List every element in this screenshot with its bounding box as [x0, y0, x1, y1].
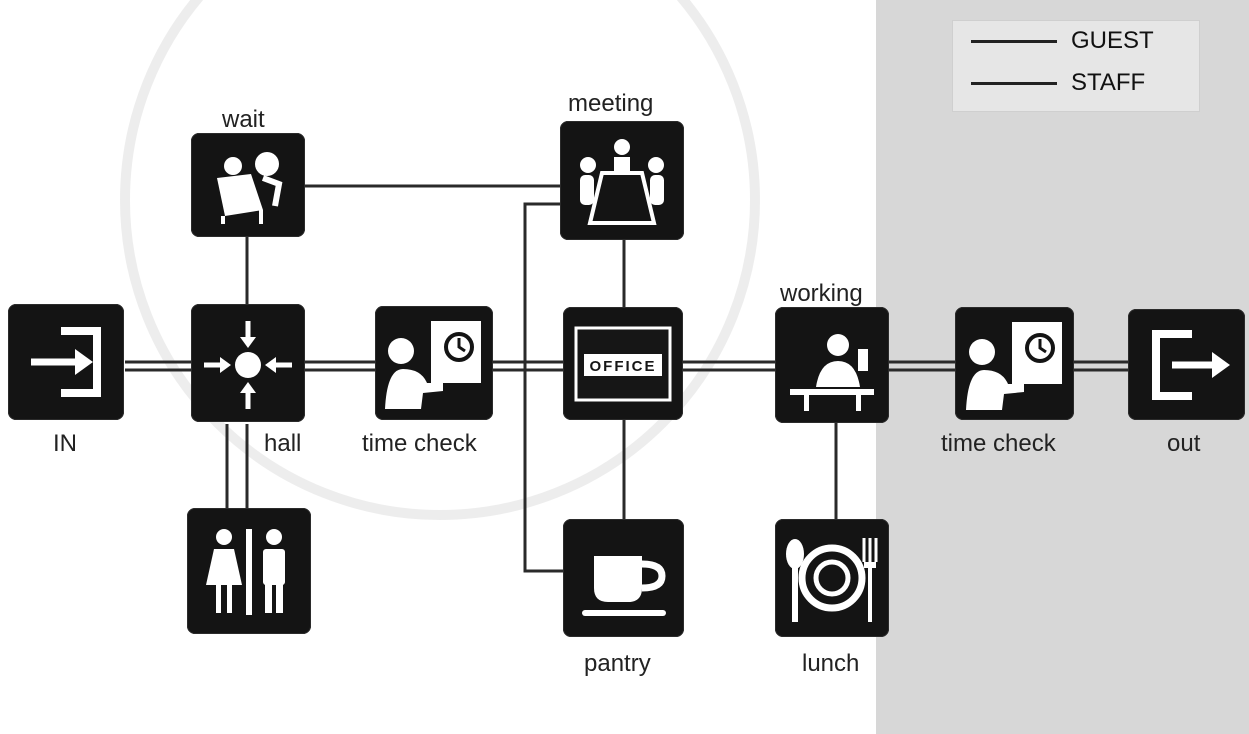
legend-swatch-guest: [971, 39, 1057, 43]
coffee-cup-icon: [581, 556, 666, 616]
desk-worker-icon: [790, 334, 874, 411]
node-label-meeting: meeting: [568, 90, 654, 117]
waiting-chair-icon: [217, 152, 283, 224]
node-label-pantry: pantry: [584, 650, 651, 677]
node-meeting: [560, 121, 684, 240]
node-out: [1128, 309, 1245, 420]
meeting-pantry-loop: [523, 202, 563, 573]
node-time-check-1: [375, 306, 493, 420]
node-restroom: [187, 508, 311, 634]
legend-item-staff: STAFF: [971, 71, 1145, 95]
meeting-table-icon: [580, 138, 664, 225]
time-clock-icon: [965, 321, 1062, 410]
restroom-icon: [206, 529, 285, 615]
node-hall: [191, 304, 305, 422]
node-label-wait: wait: [222, 106, 265, 133]
node-label-in: IN: [53, 430, 77, 457]
node-label-hall: hall: [264, 430, 302, 457]
enter-icon: [31, 327, 101, 397]
node-label-time-check-1: time check: [362, 430, 477, 457]
time-clock-icon: [385, 321, 481, 409]
node-wait: [191, 133, 305, 237]
legend-swatch-staff: [971, 81, 1057, 85]
node-label-working: working: [780, 280, 863, 307]
node-in: [8, 304, 124, 420]
node-label-time-check-2: time check: [941, 430, 1056, 457]
office-icon: OFFICE: [574, 326, 672, 401]
legend-label-guest: GUEST: [1071, 27, 1154, 54]
exit-icon: [1151, 329, 1230, 400]
node-working: [775, 307, 889, 423]
node-label-lunch: lunch: [802, 650, 860, 677]
plate-cutlery-icon: [786, 538, 878, 622]
gather-icon: [204, 321, 292, 409]
office-sign-text: OFFICE: [590, 358, 657, 375]
node-time-check-2: [955, 307, 1074, 420]
node-office: OFFICE: [563, 307, 683, 420]
node-lunch: [775, 519, 889, 637]
legend-label-staff: STAFF: [1071, 69, 1146, 96]
legend-item-guest: GUEST: [971, 29, 1154, 53]
node-label-out: out: [1167, 430, 1201, 457]
node-pantry: [563, 519, 684, 637]
legend: GUEST STAFF: [952, 20, 1200, 112]
